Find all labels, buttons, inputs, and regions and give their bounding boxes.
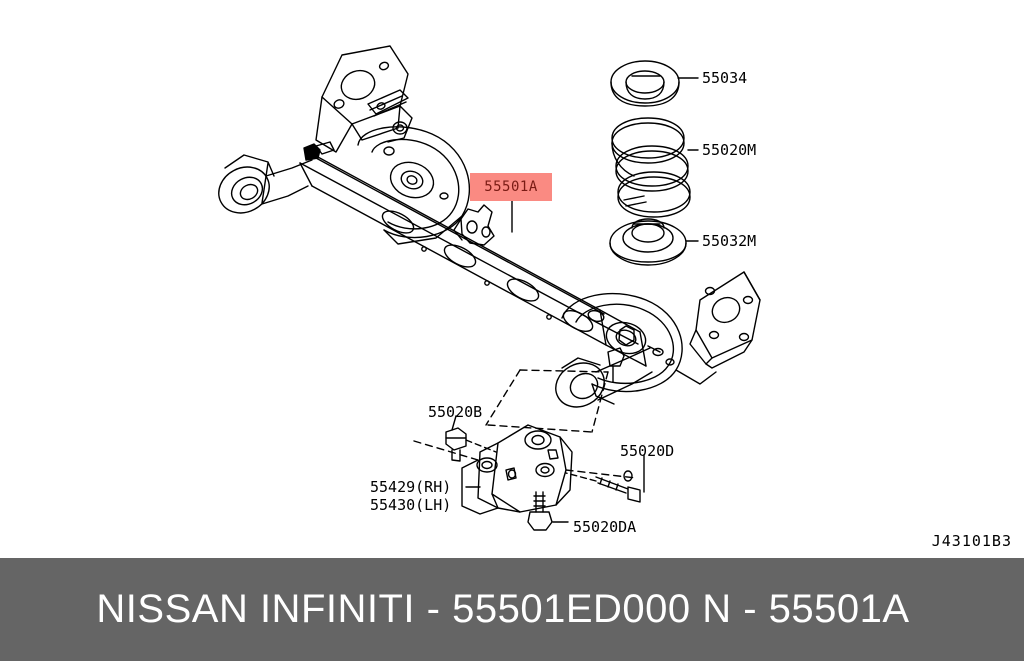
right-hub-flange (689, 271, 761, 369)
right-beam-clip (607, 347, 625, 383)
leader-lines (451, 77, 699, 523)
footer-banner-text: NISSAN INFINITI - 55501ED000 N - 55501A (96, 587, 910, 631)
right-trailing-arm-bushing-group (555, 347, 717, 408)
part-label-55429-55430: 55429(RH) 55430(LH) (370, 478, 452, 514)
part-55020B-nut (445, 427, 467, 462)
left-spring-seat-pan (357, 126, 470, 245)
part-55034-upper-seat (610, 60, 680, 107)
part-label-55020B: 55020B (428, 403, 483, 421)
fastener-leader-lines (465, 439, 597, 482)
diagram-reference-code: J43101B3 (931, 532, 1012, 550)
suspension-assembly-drawing (218, 45, 761, 531)
spring-bracket-55501A (453, 204, 495, 246)
projection-lines (413, 369, 637, 479)
part-55032M-lower-seat (609, 218, 687, 266)
highlighted-part-number: 55501A (484, 179, 538, 195)
highlighted-part-callout[interactable]: 55501A (470, 173, 552, 201)
footer-banner: NISSAN INFINITI - 55501ED000 N - 55501A (0, 558, 1024, 661)
part-55429-55430-bracket (461, 424, 633, 515)
part-label-55020DA: 55020DA (573, 518, 637, 536)
part-label-55020M: 55020M (702, 141, 757, 159)
part-55020M-coil-spring (611, 117, 691, 218)
part-label-55032M: 55032M (702, 232, 757, 250)
part-55020DA-bolt (527, 491, 553, 531)
right-spring-seat-pan (561, 292, 683, 393)
part-label-55034: 55034 (702, 69, 748, 87)
part-55020D-bolt (595, 476, 641, 503)
parts-diagram-canvas: 55034 55020M 55032M 55020B 55020D 55020D… (218, 45, 1012, 550)
part-label-55020D: 55020D (620, 442, 675, 460)
left-beam-clip (303, 141, 335, 161)
torsion-beam (299, 149, 647, 367)
left-trailing-arm-bushing-group (218, 154, 313, 214)
